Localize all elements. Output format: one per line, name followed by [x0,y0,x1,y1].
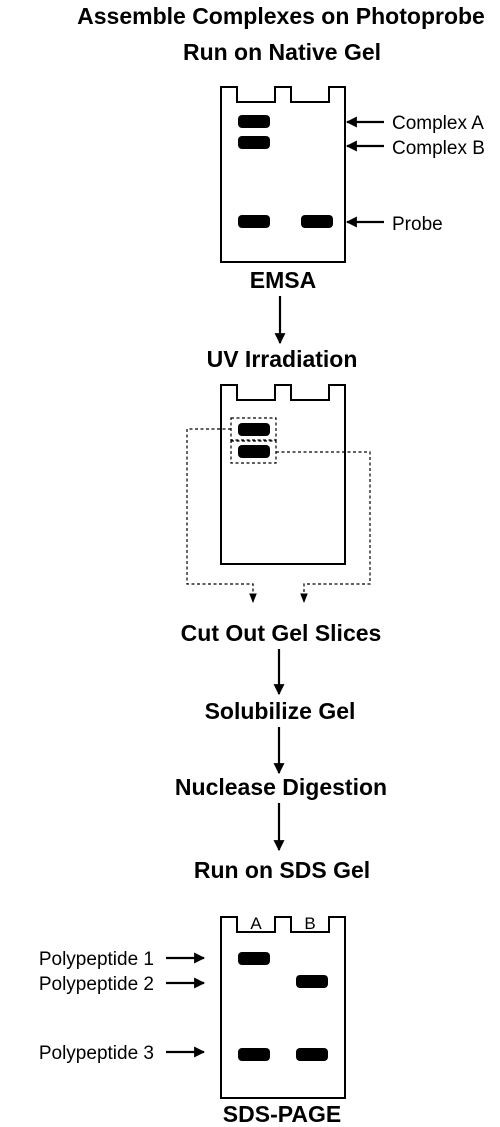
uv-gel-outline [220,384,346,565]
step-cut-gel-slices: Cut Out Gel Slices [181,620,382,646]
uv-band-complex-b [238,445,270,458]
emsa-gel-outline [220,86,346,263]
label-complex-a: Complex A [392,113,484,134]
sds-gel-outline [220,916,346,1099]
emsa-gel-title: EMSA [250,267,316,293]
slice-b-dashed-arrow [276,451,371,603]
step-run-sds-gel: Run on SDS Gel [194,857,370,883]
sds-band-polypeptide-3-lane-a [238,1048,270,1061]
label-complex-b: Complex B [392,138,485,159]
step-nuclease-digestion: Nuclease Digestion [175,774,387,800]
label-polypeptide-1: Polypeptide 1 [39,949,154,970]
emsa-band-complex-b [238,136,270,149]
sds-band-polypeptide-1 [238,952,270,965]
label-probe: Probe [392,214,443,235]
sds-band-polypeptide-2 [296,975,328,988]
emsa-band-probe-lane-2 [301,215,333,228]
label-polypeptide-2: Polypeptide 2 [39,974,154,995]
sds-band-polypeptide-3-lane-b [296,1048,328,1061]
uv-band-complex-a [238,423,270,436]
step-uv-irradiation: UV Irradiation [207,346,358,372]
emsa-band-complex-a [238,115,270,128]
slice-a-dashed-arrow [186,428,257,603]
sds-lane-label-b: B [304,914,315,933]
sds-lane-label-a: A [250,914,262,933]
sds-page-gel-title: SDS-PAGE [223,1101,341,1127]
step-run-native-gel: Run on Native Gel [183,39,381,65]
step-assemble-complexes: Assemble Complexes on Photoprobe [77,3,485,29]
step-solubilize-gel: Solubilize Gel [205,698,356,724]
emsa-band-probe-lane-1 [238,215,270,228]
label-polypeptide-3: Polypeptide 3 [39,1043,154,1064]
